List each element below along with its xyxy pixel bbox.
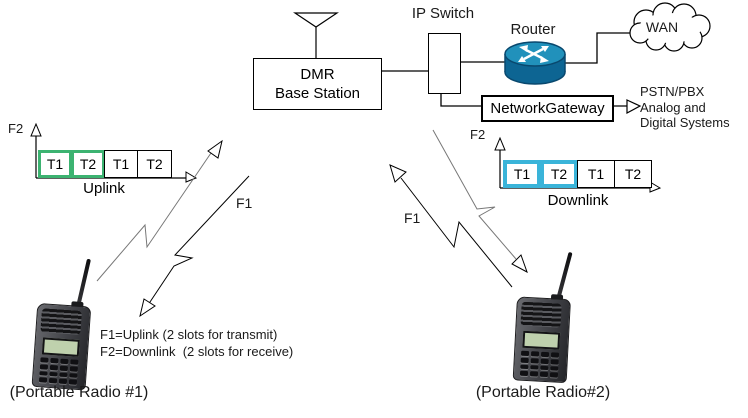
radio-body: [31, 302, 92, 391]
radio-keypad: [519, 350, 560, 378]
wan-label: WAN: [645, 19, 679, 35]
downlink-slot-3: T1: [577, 160, 615, 188]
router-icon: [504, 41, 566, 85]
base-station-antenna-icon: [293, 12, 339, 28]
pstn-pbx-text: PSTN/PBX Analog and Digital Systems: [640, 84, 748, 131]
portable-radio-2: [509, 248, 586, 385]
portable-radio-2-caption: (Portable Radio#2): [475, 384, 611, 401]
wan-cloud-icon: [629, 2, 711, 52]
radio-display: [522, 330, 561, 350]
right-link-freq-label: F1: [404, 210, 421, 226]
legend-line2: F2=Downlink (2 slots for receive): [100, 344, 294, 359]
uplink-signal-arrowhead-left-icon: [207, 139, 223, 159]
network-gateway-label: NetworkGateway: [490, 100, 605, 117]
uplink-freq-label: F2: [8, 121, 24, 136]
downlink-signal-arrow-left: [147, 175, 250, 306]
pstn-line2: Analog and: [640, 99, 706, 115]
downlink-bar-label: Downlink: [547, 192, 609, 209]
downlink-signal-arrow-right: [432, 129, 517, 260]
gateway-to-pstn-arrowhead-icon: [626, 99, 642, 115]
uplink-time-axis-arrowhead-icon: [185, 171, 198, 183]
downlink-slot-4: T2: [614, 160, 652, 188]
network-gateway-box: NetworkGateway: [481, 95, 614, 122]
radio-speaker-grille: [520, 301, 562, 328]
pstn-line1: PSTN/PBX: [640, 84, 705, 99]
uplink-slot-2-active: T2: [71, 150, 105, 178]
radio-speaker-grille: [40, 308, 82, 335]
legend-line1: F1=Uplink (2 slots for transmit): [100, 327, 278, 342]
radio-display: [41, 337, 80, 357]
uplink-freq-axis-arrowhead-icon: [30, 122, 42, 137]
uplink-slot-3: T1: [104, 150, 138, 178]
radio-body: [512, 296, 571, 384]
uplink-slot-4: T2: [137, 150, 172, 178]
downlink-freq-label: F2: [470, 127, 486, 142]
downlink-freq-axis-arrowhead-icon: [494, 136, 506, 151]
uplink-signal-arrow-left: [96, 152, 212, 282]
uplink-signal-arrow-right: [400, 177, 513, 288]
dmr-box-line2: Base Station: [274, 85, 361, 102]
radio-keypad: [38, 357, 79, 385]
ip-switch-label: IP Switch: [411, 5, 475, 22]
dmr-box-line1: DMR: [300, 66, 335, 83]
link-ipswitch-to-gateway: [440, 92, 481, 107]
link-router-to-wan: [565, 32, 631, 64]
portable-radio-1-caption: (Portable Radio #1): [9, 384, 149, 401]
downlink-slot-1-active: T1: [503, 160, 541, 188]
router-label: Router: [510, 21, 556, 38]
dmr-base-station-box: DMR Base Station: [253, 58, 382, 110]
uplink-slot-1-active: T1: [38, 150, 72, 178]
ip-switch-box: [428, 33, 461, 94]
downlink-slot-2-active: T2: [540, 160, 578, 188]
portable-radio-1: [27, 255, 106, 394]
downlink-signal-arrowhead-right-icon: [511, 254, 528, 274]
left-link-freq-label: F1: [236, 195, 253, 211]
uplink-signal-arrowhead-right-icon: [389, 164, 407, 183]
pstn-line3: Digital Systems: [640, 115, 730, 130]
downlink-signal-arrowhead-left-icon: [139, 298, 156, 318]
uplink-bar-label: Uplink: [83, 180, 125, 197]
